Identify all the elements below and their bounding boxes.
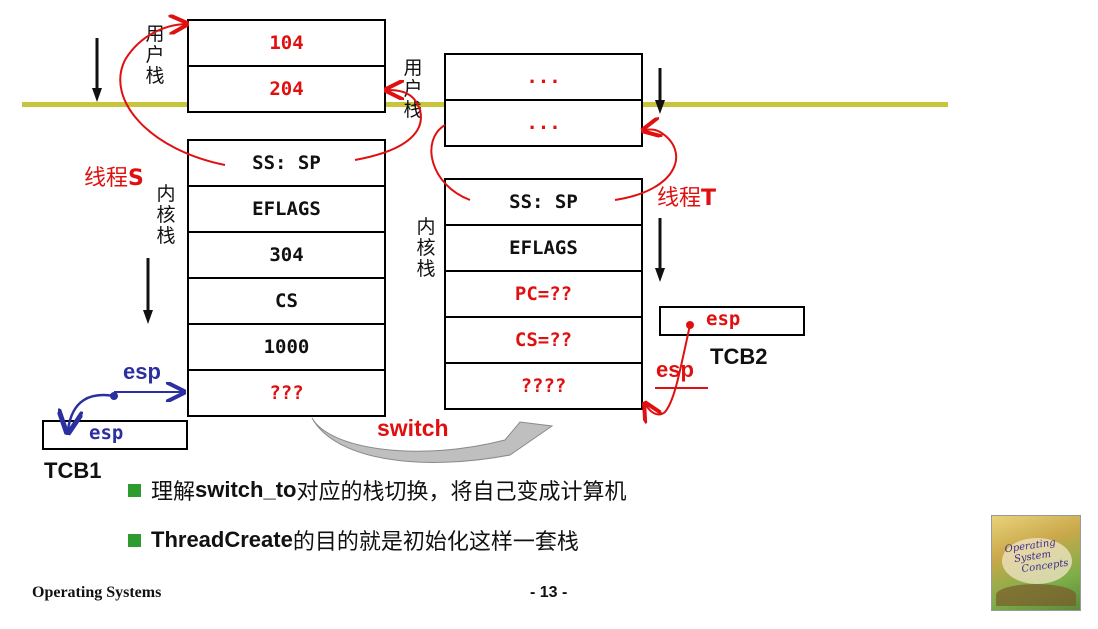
stack-growth-arrow (655, 218, 665, 282)
left-kernel-stack-cell: EFLAGS (187, 185, 386, 233)
thread-t-label-text: 线程 (657, 186, 702, 211)
left-esp-label: esp (123, 359, 161, 384)
thread-s-label-text: 线程 (84, 166, 129, 191)
bullet-text-pre: 理解 (151, 480, 196, 505)
left-kernel-stack-cell: 304 (187, 231, 386, 279)
bullet-text-post: 对应的栈切换，将自己变成计算机 (296, 480, 627, 505)
bullet-text-bold: ThreadCreate (151, 527, 293, 552)
thread-s-stack-link (119, 24, 226, 166)
left-kernel-stack-cell: ??? (187, 369, 386, 417)
right-kernel-stack-cell: PC=?? (444, 270, 643, 318)
stack-growth-arrow (92, 38, 102, 102)
switch-label: switch (377, 415, 449, 441)
footer-course-title: Operating Systems (32, 584, 162, 601)
bullet-text-bold: switch_to (195, 477, 297, 502)
right-kernel-stack-cell: ???? (444, 362, 643, 410)
left-kernel-stack-label: 内核栈 (156, 183, 176, 247)
thread-s-label: 线程S (84, 160, 144, 192)
tcb1-esp-field: esp (89, 422, 124, 444)
left-user-stack-cell: 204 (187, 65, 386, 113)
right-kernel-stack-cell: CS=?? (444, 316, 643, 364)
tcb2-box: esp (659, 306, 805, 336)
book-cover-image: Operating System Concepts (991, 515, 1081, 611)
stack-growth-arrow (143, 258, 153, 324)
right-kernel-stack-cell: EFLAGS (444, 224, 643, 272)
stack-growth-arrow (655, 68, 665, 114)
thread-t-stack-link (614, 129, 678, 201)
tcb1-label: TCB1 (44, 458, 102, 483)
bullet-square-icon (128, 533, 141, 547)
right-kernel-stack-cell: SS: SP (444, 178, 643, 226)
right-user-stack-cell: ... (444, 53, 643, 101)
tcb2-esp-pointer (646, 324, 691, 414)
tcb2-label: TCB2 (710, 344, 768, 369)
footer-page-number: - 13 - (530, 584, 568, 601)
tcb2-esp-field: esp (706, 308, 741, 330)
thread-s-user-link (354, 90, 422, 161)
thread-t-letter: T (701, 186, 717, 211)
bullet-text-post: 的目的就是初始化这样一套栈 (292, 530, 579, 555)
thread-t-label: 线程T (657, 180, 716, 212)
switch-arrow (311, 417, 554, 463)
right-esp-label: esp (656, 357, 694, 382)
thread-s-letter: S (128, 166, 144, 191)
bullet-square-icon (128, 483, 141, 497)
tcb1-esp-pointer (68, 393, 115, 430)
right-kernel-stack-label: 内核栈 (416, 216, 436, 280)
thread-t-user-link (430, 124, 471, 201)
right-user-stack-cell: ... (444, 99, 643, 147)
left-user-stack-cell: 104 (187, 19, 386, 67)
